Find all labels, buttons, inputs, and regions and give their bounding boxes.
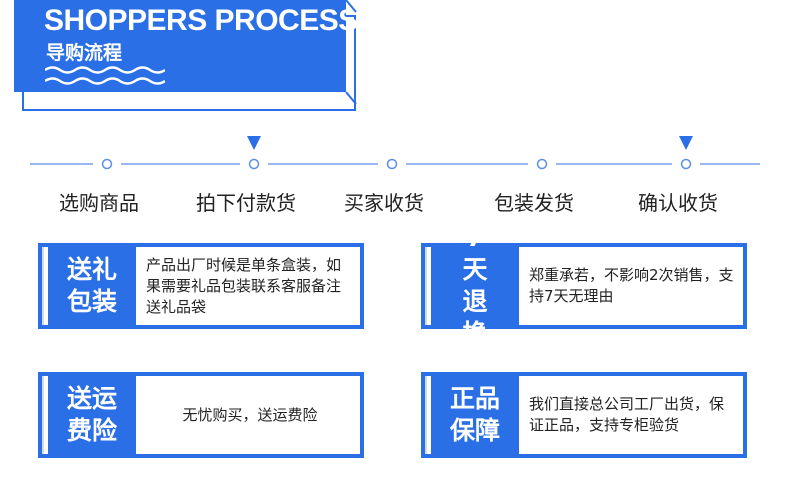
- circle-node-icon: [680, 158, 692, 170]
- step-label: 确认收货: [638, 191, 718, 215]
- card-frame: [421, 243, 747, 329]
- card-description: 我们直接总公司工厂出货，保证正品，支持专柜验货: [529, 395, 725, 434]
- card-description: 产品出厂时候是单条盒装，如果需要礼品包装联系客服备注送礼品袋: [146, 255, 342, 316]
- circle-node-icon: [386, 158, 398, 170]
- card-tag-text: 正品保障: [449, 384, 500, 445]
- card-authentic-guarantee: 正品保障 我们直接总公司工厂出货，保证正品，支持专柜验货: [421, 372, 747, 458]
- card-tag: 送礼包装: [48, 247, 136, 325]
- step-label: 买家收货: [344, 191, 424, 215]
- wave-decoration-icon: [45, 66, 165, 85]
- process-timeline: [30, 136, 760, 170]
- header-title-en: SHOPPERS PROCESS: [44, 4, 358, 37]
- card-tag: 送运费险: [48, 376, 136, 454]
- card-tag: 7天退换: [431, 223, 519, 348]
- triangle-down-icon: [247, 136, 261, 150]
- step-label: 包装发货: [494, 191, 574, 215]
- card-frame: [38, 372, 364, 458]
- card-shipping-insurance: 送运费险 无忧购买，送运费险: [38, 372, 364, 458]
- card-description: 郑重承若，不影响2次销售，支持7天无理由: [529, 266, 734, 305]
- header-banner: SHOPPERS PROCESS 导购流程: [14, 0, 358, 92]
- card-tag-text: 送礼包装: [66, 255, 117, 316]
- card-description: 无忧购买，送运费险: [182, 405, 318, 424]
- circle-node-icon: [101, 158, 113, 170]
- card-frame: [38, 243, 364, 329]
- card-tag-text: 7天退换: [462, 223, 488, 348]
- card-7day-return: 7天退换 郑重承若，不影响2次销售，支持7天无理由: [421, 223, 747, 348]
- triangle-down-icon: [679, 136, 693, 150]
- card-gift-package: 送礼包装 产品出厂时候是单条盒装，如果需要礼品包装联系客服备注送礼品袋: [38, 243, 364, 329]
- card-tag: 正品保障: [431, 376, 519, 454]
- circle-node-icon: [248, 158, 260, 170]
- card-frame: [421, 372, 747, 458]
- header-corner-lines: [345, 0, 357, 105]
- card-tag-text: 送运费险: [66, 384, 117, 445]
- header-title-cn: 导购流程: [46, 42, 123, 64]
- step-label: 选购商品: [59, 191, 139, 215]
- circle-node-icon: [536, 158, 548, 170]
- step-label: 拍下付款货: [196, 191, 296, 215]
